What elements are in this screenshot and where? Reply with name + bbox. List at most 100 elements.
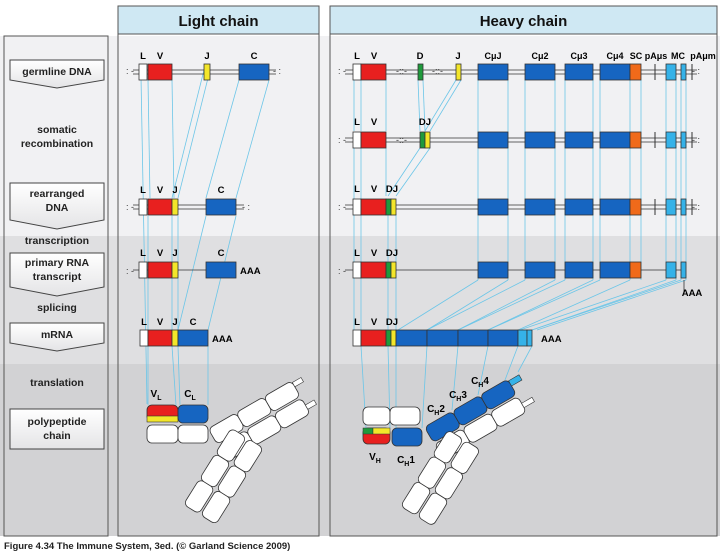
heavy-chain-antibody: VH CH1 CH2 CH3 CH4 [362, 374, 535, 525]
svg-text:: -: : - [126, 202, 134, 212]
svg-text:V: V [371, 184, 378, 195]
light-primary-polya: AAA [240, 266, 261, 277]
svg-text:MC: MC [671, 51, 685, 61]
heavy-germline-cmu2-segment [524, 63, 556, 81]
heavy-ch3-label: CH3 [449, 390, 467, 403]
svg-text:-::-: -::- [396, 135, 407, 145]
svg-text:- :: - : [692, 66, 700, 76]
light-germline-leader [138, 63, 148, 81]
svg-text:J: J [172, 185, 177, 196]
heavy-vdj-v-segment [360, 198, 387, 216]
heavy-vdj-row: : - - : L V DJ [338, 184, 700, 216]
svg-text:Cμ4: Cμ4 [606, 51, 623, 61]
heavy-ch2-label: CH2 [427, 404, 445, 417]
light-chain-panel: Light chain [117, 5, 320, 537]
primary-label-line1: primary RNA [25, 257, 90, 269]
light-mrna-v-segment [147, 329, 173, 347]
light-rearranged-v-segment [147, 198, 173, 216]
heavy-dj-d-segment [419, 131, 426, 149]
svg-text:J: J [455, 51, 460, 62]
somatic-label-line2: recombination [21, 138, 93, 150]
svg-text:: -: : - [338, 202, 346, 212]
light-mrna-j-segment [171, 329, 179, 347]
heavy-chain-panel: Heavy chain [329, 5, 718, 537]
light-germline-c-segment [238, 63, 270, 81]
polypeptide-label-line1: polypeptide [28, 416, 87, 428]
svg-text:DJ: DJ [386, 317, 398, 328]
rearranged-label-line2: DNA [46, 202, 69, 214]
heavy-mrna-v-segment [360, 329, 387, 347]
svg-text:V: V [157, 317, 164, 328]
somatic-label-line1: somatic [37, 124, 77, 136]
light-mrna-row: L V J C AAA [139, 317, 233, 347]
heavy-germline-cmu3-segment [564, 63, 594, 81]
svg-text:C: C [218, 248, 225, 259]
light-cl-domain [177, 404, 209, 424]
svg-text:C: C [190, 317, 197, 328]
light-germline-v-label: V [157, 51, 164, 62]
light-vl-label: VL [151, 389, 163, 402]
svg-text:: -: : - [338, 266, 346, 276]
heavy-mrna-row: L V DJ AAA [352, 317, 562, 347]
svg-text:: -: : - [126, 66, 134, 76]
svg-text:CμJ: CμJ [484, 51, 501, 61]
light-rearranged-c-segment [205, 198, 237, 216]
light-chain-title: Light chain [179, 13, 259, 30]
germline-dna-step: germline DNA [9, 59, 105, 89]
light-cl-label: CL [184, 389, 196, 402]
mrna-step: mRNA [9, 322, 105, 352]
svg-text:: -: : - [338, 135, 346, 145]
svg-text:DJ: DJ [386, 248, 398, 259]
heavy-chain-title: Heavy chain [480, 13, 568, 30]
somatic-recombination-step: somatic recombination [21, 124, 93, 150]
svg-text:- :: - : [242, 202, 250, 212]
step-column: germline DNA somatic recombination rearr… [3, 35, 109, 537]
heavy-germline-d-segment [417, 63, 424, 81]
heavy-vh-label: VH [369, 452, 381, 465]
svg-text:DJ: DJ [386, 184, 398, 195]
svg-text:: -: : - [338, 66, 346, 76]
svg-text:V: V [371, 248, 378, 259]
splicing-label: splicing [37, 302, 77, 314]
polypeptide-step: polypeptide chain [9, 408, 105, 450]
heavy-germline-sc-segment [629, 63, 642, 81]
heavy-dj-j-segment [424, 131, 431, 149]
svg-text:V: V [371, 317, 378, 328]
primary-rna-step: primary RNA transcript [9, 252, 105, 297]
light-chain-antibody: VL CL [146, 377, 317, 524]
light-primary-j-segment [171, 261, 179, 279]
heavy-ch4-label: CH4 [471, 376, 489, 389]
heavy-primary-v-segment [360, 261, 387, 279]
rearranged-dna-step: rearranged DNA [9, 182, 105, 230]
primary-label-line2: transcript [33, 271, 82, 283]
svg-text:L: L [140, 248, 146, 259]
svg-text:-::-: -::- [432, 66, 443, 76]
mrna-label: mRNA [41, 329, 74, 341]
svg-text:V: V [371, 117, 378, 128]
svg-text:Cμ2: Cμ2 [531, 51, 548, 61]
heavy-ch4-domain [481, 380, 516, 410]
svg-text:D: D [417, 51, 424, 62]
translation-label: translation [30, 377, 84, 389]
svg-text:L: L [354, 51, 360, 62]
svg-text:L: L [354, 184, 360, 195]
svg-text:pAμm: pAμm [690, 51, 716, 61]
svg-text:L: L [354, 117, 360, 128]
svg-text:J: J [172, 248, 177, 259]
heavy-germline-mc-segment [665, 63, 677, 81]
light-mrna-c-segment [177, 329, 209, 347]
svg-text:- :: - : [692, 202, 700, 212]
svg-text:J: J [172, 317, 177, 328]
heavy-dj-row: : - - : -::- L V DJ [338, 117, 700, 149]
heavy-ch1-domain [391, 427, 423, 447]
light-germline-j-segment [203, 63, 211, 81]
svg-text:DJ: DJ [419, 117, 431, 128]
light-rearranged-row: : - - : L V J C [126, 185, 250, 216]
heavy-germline-cmu4-segment [599, 63, 631, 81]
polypeptide-label-line2: chain [43, 430, 70, 442]
svg-text:- :: - : [692, 135, 700, 145]
svg-text:V: V [157, 185, 164, 196]
heavy-germline-v-segment [360, 63, 387, 81]
light-germline-j-label: J [204, 51, 209, 62]
light-germline-c-label: C [251, 51, 258, 62]
